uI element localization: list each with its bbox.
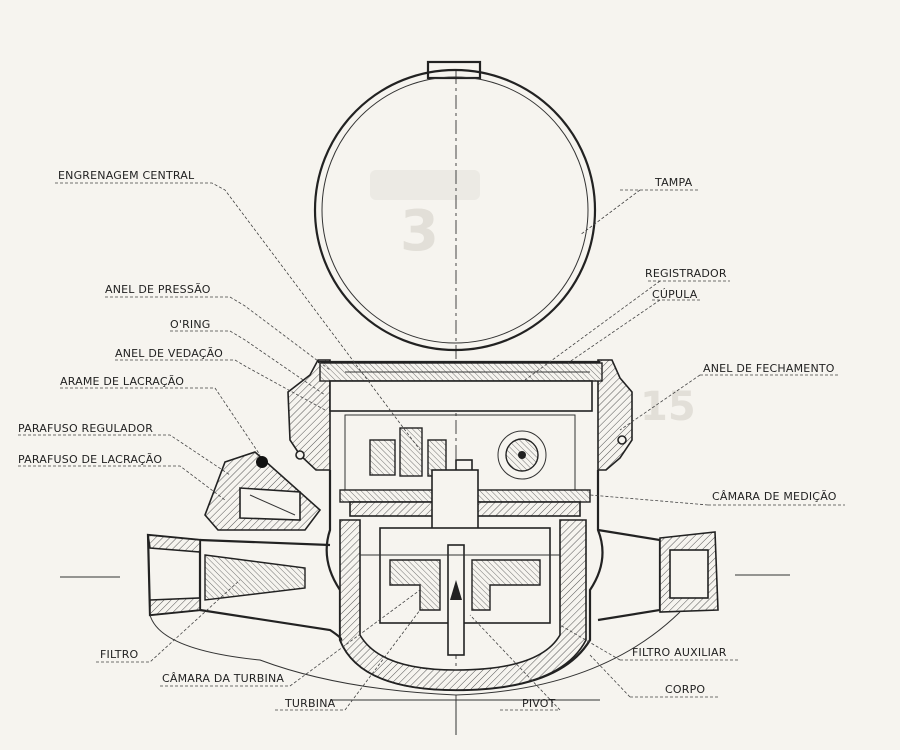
ghost-digit-2: 15 [640,384,696,430]
label-engrenagem-central: ENGRENAGEM CENTRAL [58,169,195,182]
label-registrador: REGISTRADOR [645,267,727,280]
meter-body [325,470,604,692]
label-parafuso-regulador: PARAFUSO REGULADOR [18,422,153,435]
label-filtro: FILTRO [100,648,139,661]
label-anel-pressao: ANEL DE PRESSÃO [105,283,211,296]
label-turbina: TURBINA [284,697,336,710]
ghost-digit-1: 3 [400,199,439,264]
seal-wire-ball [256,456,268,468]
label-oring: O'RING [170,318,211,331]
label-camara-medicao: CÂMARA DE MEDIÇÃO [712,490,837,503]
outlet-pipe [597,528,790,622]
label-filtro-auxiliar: FILTRO AUXILIAR [632,646,727,659]
regulator-screw [204,451,322,531]
background-ghost: 3 15 [370,170,696,430]
label-anel-vedacao: ANEL DE VEDAÇÃO [115,347,223,360]
label-cupula: CÚPULA [652,288,698,301]
label-corpo: CORPO [665,683,705,696]
label-anel-fechamento: ANEL DE FECHAMENTO [703,362,835,375]
outer-casing [149,611,681,735]
labels: ENGRENAGEM CENTRAL TAMPA REGISTRADOR CÚP… [18,169,837,710]
label-pivot: PIVOT [522,697,556,710]
register-gears [344,414,576,491]
label-parafuso-lacracao: PARAFUSO DE LACRAÇÃO [18,453,162,466]
register-housing [287,359,633,471]
label-tampa: TAMPA [654,176,693,189]
label-arame-lacracao: ARAME DE LACRAÇÃO [60,375,184,388]
label-camara-turbina: CÂMARA DA TURBINA [162,672,284,685]
leader-lines [18,182,845,711]
inlet-pipe [60,533,343,642]
lid [313,60,597,352]
